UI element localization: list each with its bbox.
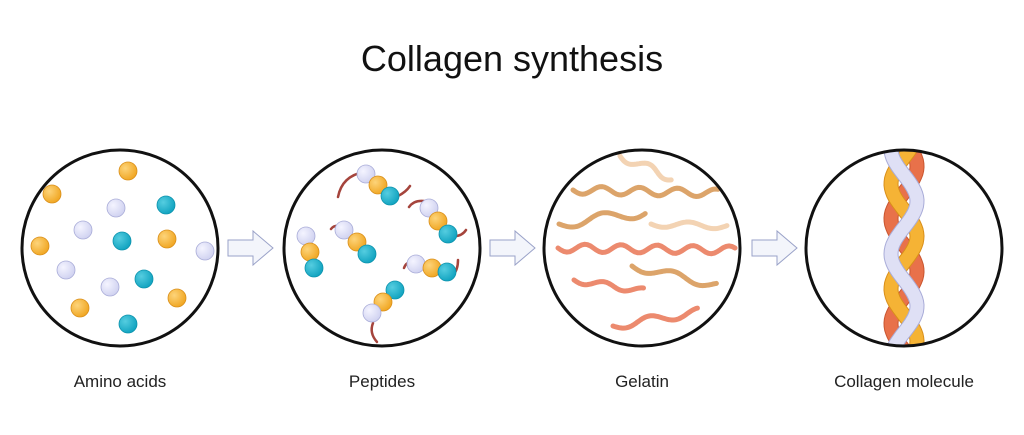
teal-amino-acid <box>437 262 457 282</box>
lavender-amino-acid <box>100 277 120 297</box>
gelatin-strand <box>571 277 646 294</box>
gelatin-strands <box>555 153 738 331</box>
lavender-amino-acid <box>334 220 354 240</box>
orange-amino-acid <box>30 236 50 256</box>
gelatin-strand <box>570 184 721 200</box>
lavender-amino-acid <box>73 220 93 240</box>
gelatin-strand <box>629 263 719 289</box>
teal-amino-acid <box>112 231 132 251</box>
teal-amino-acid <box>304 258 324 278</box>
orange-amino-acid <box>167 288 187 308</box>
peptide-tail <box>407 199 426 209</box>
lavender-amino-acid <box>56 260 76 280</box>
peptide-tail <box>370 321 379 344</box>
label-peptides: Peptides <box>348 372 416 391</box>
peptide-tail <box>396 184 412 198</box>
orange-amino-acid <box>42 184 62 204</box>
lavender-amino-acid <box>362 303 382 323</box>
orange-amino-acid <box>300 242 320 262</box>
lavender-amino-acid <box>419 198 439 218</box>
gelatin-strand <box>555 241 738 257</box>
stage-circle <box>804 148 1004 348</box>
stage-circle <box>282 148 482 348</box>
teal-amino-acid <box>156 195 176 215</box>
teal-amino-acid <box>385 280 405 300</box>
teal-amino-acid <box>380 186 400 206</box>
stage-circle <box>20 148 220 348</box>
lavender-amino-acid <box>356 164 376 184</box>
orange-amino-acid <box>428 211 448 231</box>
lavender-amino-acid <box>296 226 316 246</box>
gelatin-strand <box>617 153 674 183</box>
teal-amino-acid <box>134 269 154 289</box>
gelatin-strand <box>556 210 648 230</box>
teal-amino-acid <box>438 224 458 244</box>
lavender-amino-acid <box>106 198 126 218</box>
arrow-right-icon <box>227 229 274 267</box>
gelatin-strand <box>610 305 700 331</box>
label-collagen-molecule: Collagen molecule <box>834 372 974 391</box>
amino-acid-molecules <box>30 161 458 334</box>
orange-amino-acid <box>157 229 177 249</box>
label-amino-acids: Amino acids <box>73 372 167 391</box>
collagen-triple-helix <box>883 151 925 345</box>
collagen-strand <box>884 151 924 345</box>
stage-circle <box>542 148 742 348</box>
orange-amino-acid <box>70 298 90 318</box>
lavender-amino-acid <box>195 241 215 261</box>
teal-amino-acid <box>357 244 377 264</box>
lavender-amino-acid <box>406 254 426 274</box>
process-arrows <box>227 229 798 267</box>
stage-circles <box>20 148 1004 348</box>
gelatin-strand <box>648 219 730 232</box>
arrow-right-icon <box>751 229 798 267</box>
diagram-title: Collagen synthesis <box>360 38 664 79</box>
teal-amino-acid <box>118 314 138 334</box>
label-gelatin: Gelatin <box>615 372 669 391</box>
orange-amino-acid <box>368 175 388 195</box>
orange-amino-acid <box>118 161 138 181</box>
arrow-right-icon <box>489 229 536 267</box>
